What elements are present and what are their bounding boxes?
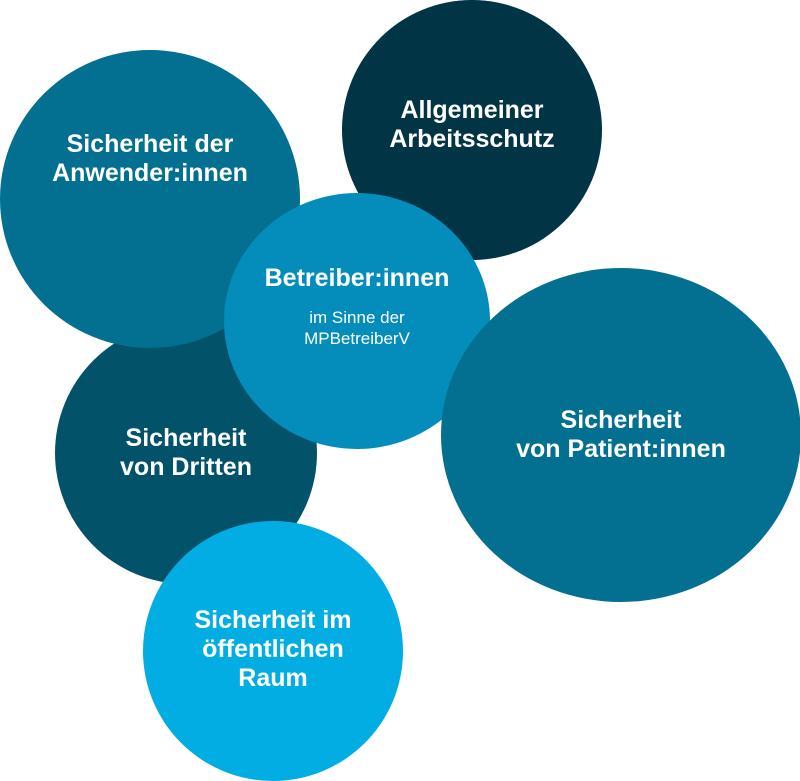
circle-title: Sicherheit von Dritten (120, 424, 252, 481)
circle-title: Betreiber:innen (264, 263, 450, 292)
circle-title: Allgemeiner Arbeitsschutz (389, 96, 555, 153)
circle-title: Sicherheit der Anwender:innen (52, 130, 248, 187)
circle-patient: Sicherheit von Patient:innen (441, 268, 800, 602)
circle-betreiber: Betreiber:innen im Sinne der MPBetreiber… (224, 193, 490, 449)
circle-oeffentlich: Sicherheit im öffentlichen Raum (143, 521, 403, 781)
circle-title: Sicherheit von Patient:innen (516, 406, 726, 463)
circle-title: Sicherheit im öffentlichen Raum (194, 605, 352, 692)
circle-subtitle: im Sinne der MPBetreiberV (304, 307, 410, 348)
